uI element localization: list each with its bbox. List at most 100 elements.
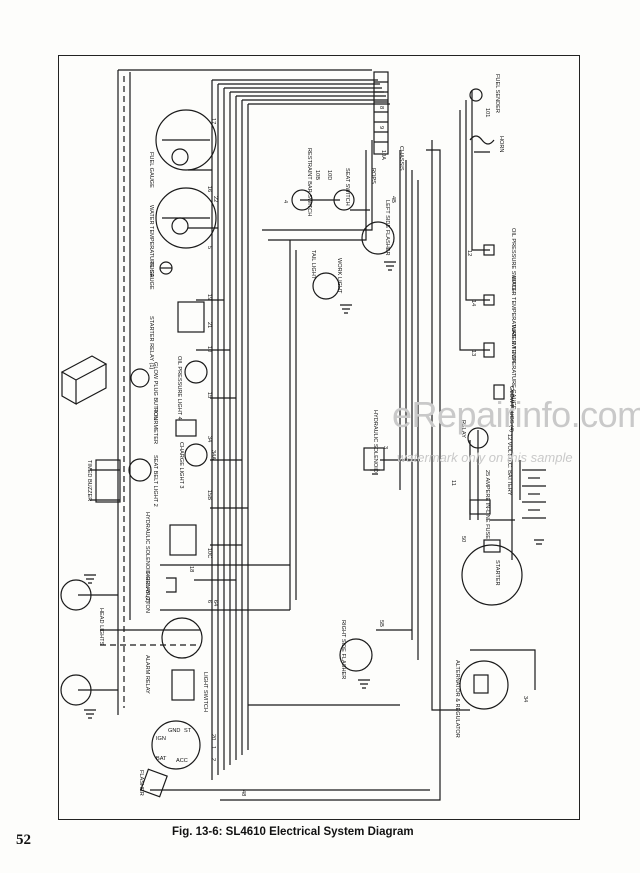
- label-flasher: FLASHER: [138, 770, 144, 796]
- label-left-side-flasher: LEFT SIDE FLASHER: [384, 200, 390, 256]
- label-battery: 12 VOLT D.C. BATTERY: [506, 434, 512, 496]
- label-horn-button: HORN BUTTON: [144, 572, 150, 613]
- light-switch-symbol: [161, 617, 203, 659]
- wire-label: 10B: [314, 170, 320, 180]
- label-oil-pressure-light: OIL PRESSURE LIGHT 4: [176, 356, 182, 420]
- label-water-temp-sender: WATER TEMPERATURE GAUGE: [510, 325, 516, 410]
- page-number: 52: [16, 832, 31, 848]
- wire-label: 3: [382, 446, 388, 449]
- relay-symbol: [467, 427, 489, 449]
- wire-number-labels: 17 16 22 5 19 21 10 15 34 34A 15B 10C 18…: [188, 106, 528, 796]
- label-hourmeter: HOURMETER: [152, 408, 158, 444]
- watermark-sub: watermark only on this sample: [397, 450, 573, 465]
- timed-buzzer-box: [95, 459, 121, 503]
- wire-label: 10: [206, 346, 212, 352]
- label-fuel-gauge: FUEL GAUGE: [148, 152, 154, 188]
- label-restraint-bar-switch: RESTRAINT BAR SWITCH: [306, 148, 312, 216]
- oil-pressure-light-symbol: [184, 360, 208, 384]
- label-chassis: CHASSIS: [398, 146, 404, 171]
- wire-label: 4: [282, 200, 288, 203]
- charge-light-symbol: [184, 443, 208, 467]
- label-ign: IGN: [156, 736, 166, 742]
- wire-label: 20: [210, 734, 216, 740]
- wire-label: 22: [212, 196, 218, 202]
- wire-label: 64: [212, 600, 218, 606]
- wire-label: 101: [484, 108, 490, 117]
- label-light-switch: LIGHT SWITCH: [202, 672, 208, 712]
- label-acc: ACC: [176, 758, 188, 764]
- wire-label: 1: [210, 746, 216, 749]
- alarm-relay-box: [171, 669, 195, 701]
- label-alternator: ALTERNATOR & REGULATOR: [454, 660, 460, 738]
- flasher-box: [140, 768, 168, 798]
- component-labels: FUEL GAUGE WATER TEMPERATURE GAUGE FUSE …: [86, 74, 516, 796]
- wire-label: 6: [206, 600, 212, 603]
- label-starter: STARTER: [494, 560, 500, 586]
- wire-label: 10C: [206, 548, 212, 558]
- label-starter-relay: STARTER RELAY (1): [148, 316, 154, 369]
- label-hydraulic-relay: HYDRAULIC SOLENOID RELAY (2): [144, 512, 150, 603]
- label-tail-light: TAIL LIGHT: [310, 250, 316, 280]
- horn-button-symbol: [166, 577, 177, 593]
- label-seat-belt-light: SEAT BELT LIGHT 2: [152, 455, 158, 507]
- wire-label: 13: [470, 350, 476, 356]
- wire-label: 17: [210, 118, 216, 124]
- hydraulic-relay-box: [169, 524, 197, 556]
- wire-label: 10A: [380, 150, 386, 160]
- wire-label: 19: [206, 294, 212, 300]
- wire-harness: [78, 69, 536, 801]
- water-temp-gauge-symbol: [155, 187, 217, 249]
- battery-symbol: [522, 469, 546, 519]
- label-fuse-25a: 25 AMPERE IN-LINE FUSE: [484, 470, 490, 539]
- wire-label: 4B: [390, 196, 396, 203]
- restraint-bar-switch-symbol: [291, 189, 313, 211]
- label-seat-switch: SEAT SWITCH: [344, 168, 350, 206]
- label-glow-plugs: GLOW PLUGS (4): [508, 386, 514, 432]
- head-light-upper-symbol: [60, 579, 92, 611]
- top-connector-strip: [373, 71, 389, 155]
- watermark-main: eRepairinfo.com: [392, 394, 640, 435]
- horn-symbol: [469, 135, 495, 153]
- ground-symbols: [84, 261, 544, 719]
- water-temp-sender-box: [483, 342, 495, 358]
- label-fuse: FUSE: [148, 262, 154, 277]
- label-relay: RELAY: [460, 420, 466, 438]
- fuse-25a-box: [469, 499, 491, 515]
- label-water-temp-gauge: WATER TEMPERATURE GAUGE: [148, 205, 154, 290]
- label-rops: ROPS: [370, 168, 376, 184]
- fuse-symbol: [159, 261, 173, 275]
- wire-label: 15B: [206, 490, 212, 500]
- left-side-flasher-symbol: [361, 221, 395, 255]
- wire-label: 8: [378, 106, 384, 109]
- wire-label: 48: [240, 790, 246, 796]
- hourmeter-box: [175, 419, 197, 437]
- tail-work-light-symbol: [312, 272, 340, 300]
- wire-label: 21: [206, 322, 212, 328]
- wire-label: 9: [378, 126, 384, 129]
- wire-label: 12: [466, 250, 472, 256]
- label-st: ST: [184, 728, 192, 734]
- wire-label: 34: [522, 696, 528, 702]
- alternator-symbol: [459, 660, 509, 710]
- wire-label: 18: [188, 566, 194, 572]
- wire-label: 5B: [378, 620, 384, 627]
- connector-block-symbol: [60, 355, 108, 406]
- wire-label: 15: [206, 392, 212, 398]
- wire-label: 16: [206, 186, 212, 192]
- ignition-switch-symbol: [151, 720, 201, 770]
- label-charge-light: CHARGE LIGHT 3: [178, 442, 184, 489]
- fuel-sender-symbol: [469, 88, 483, 102]
- label-hydraulic-solenoid: HYDRAULIC SOLENOID: [372, 410, 378, 473]
- oil-pressure-switch-box: [483, 244, 495, 256]
- starter-relay-box: [177, 301, 205, 333]
- label-work-light: WORK LIGHT: [336, 258, 342, 294]
- label-glow-plug-button: GLOW PLUG BUTTON: [152, 362, 158, 420]
- figure-caption: Fig. 13-6: SL4610 Electrical System Diag…: [172, 826, 414, 838]
- label-head-lights: HEAD LIGHTS: [98, 608, 104, 646]
- diagram-frame: [58, 55, 580, 820]
- starter-motor-symbol: [461, 539, 523, 606]
- wire-label: 34A: [210, 450, 216, 460]
- label-fuel-sender: FUEL SENDER: [494, 74, 500, 113]
- label-gnd: GND: [168, 728, 180, 734]
